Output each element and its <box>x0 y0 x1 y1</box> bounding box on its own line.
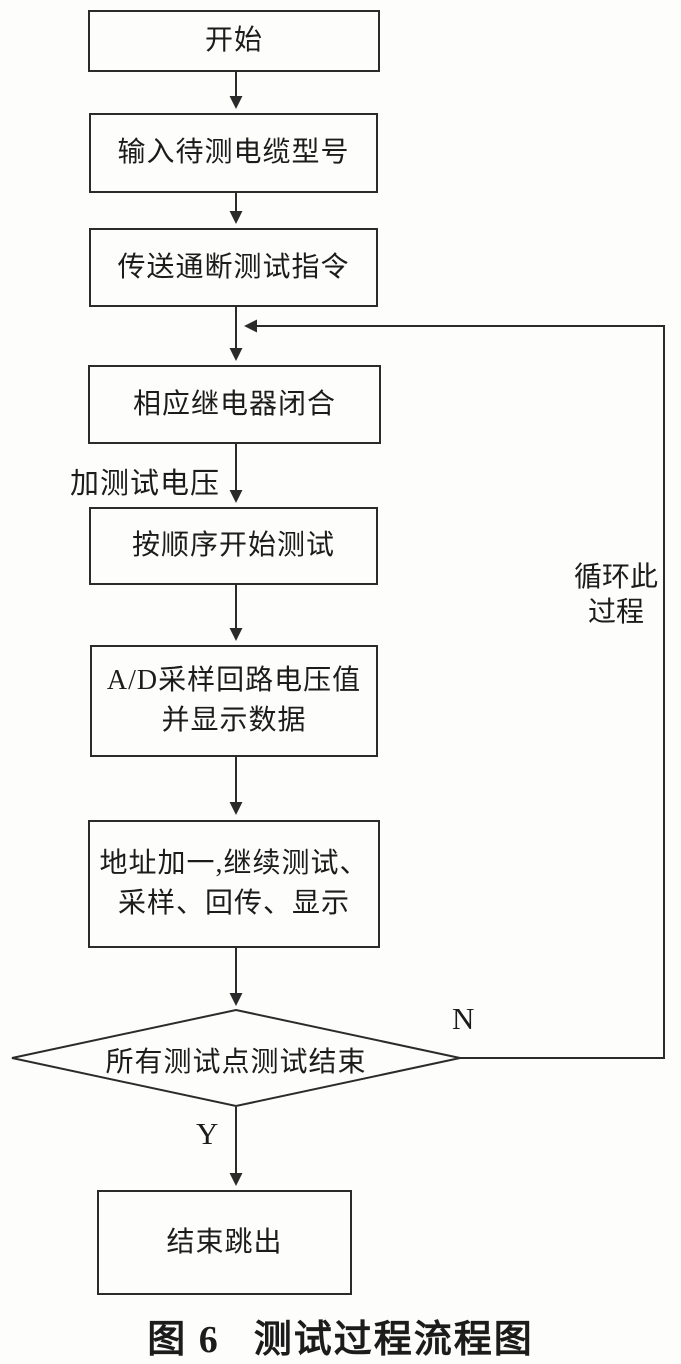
node-start: 开始 <box>88 10 380 72</box>
edge-label-loop-process: 循环此 过程 <box>570 560 662 631</box>
edge-loop-back <box>244 319 665 1059</box>
node-begin-sequence-test-label: 按顺序开始测试 <box>131 530 335 562</box>
edge-label-loop-process-line2: 过程 <box>587 597 644 629</box>
node-end-exit-label: 结束跳出 <box>166 1226 283 1258</box>
node-relay-close-label: 相应继电器闭合 <box>132 388 336 420</box>
node-end-exit: 结束跳出 <box>97 1190 352 1295</box>
node-ad-sample-display: A/D采样回路电压值 并显示数据 <box>90 645 378 757</box>
node-address-increment-line2: 采样、回传、显示 <box>117 888 350 919</box>
figure-caption-number: 图 6 <box>147 1319 220 1361</box>
decision-all-points-tested-label: 所有测试点测试结束 <box>105 1047 367 1078</box>
node-input-cable-model: 输入待测电缆型号 <box>89 113 378 193</box>
node-address-increment-line1: 地址加一,继续测试、 <box>99 848 369 880</box>
node-begin-sequence-test: 按顺序开始测试 <box>89 507 378 585</box>
node-ad-sample-display-line2: 并显示数据 <box>161 705 307 736</box>
node-relay-close: 相应继电器闭合 <box>88 365 381 444</box>
decision-diamond <box>11 1008 461 1108</box>
node-input-cable-model-label: 输入待测电缆型号 <box>117 137 350 169</box>
node-start-label: 开始 <box>204 25 263 57</box>
edge-label-loop-process-line1: 循环此 <box>573 562 658 593</box>
node-address-increment: 地址加一,继续测试、 采样、回传、显示 <box>88 820 380 948</box>
edge-label-yes: Y <box>196 1116 219 1151</box>
edge-label-apply-test-voltage: 加测试电压 <box>70 468 221 500</box>
edge-label-no: N <box>452 1001 475 1036</box>
node-send-test-command-label: 传送通断测试指令 <box>117 251 350 283</box>
figure-caption-title: 测试过程流程图 <box>253 1319 534 1361</box>
figure-caption: 图 6 测试过程流程图 <box>0 1308 681 1363</box>
node-ad-sample-display-line1: A/D采样回路电压值 <box>106 665 362 697</box>
node-send-test-command: 传送通断测试指令 <box>89 228 378 307</box>
